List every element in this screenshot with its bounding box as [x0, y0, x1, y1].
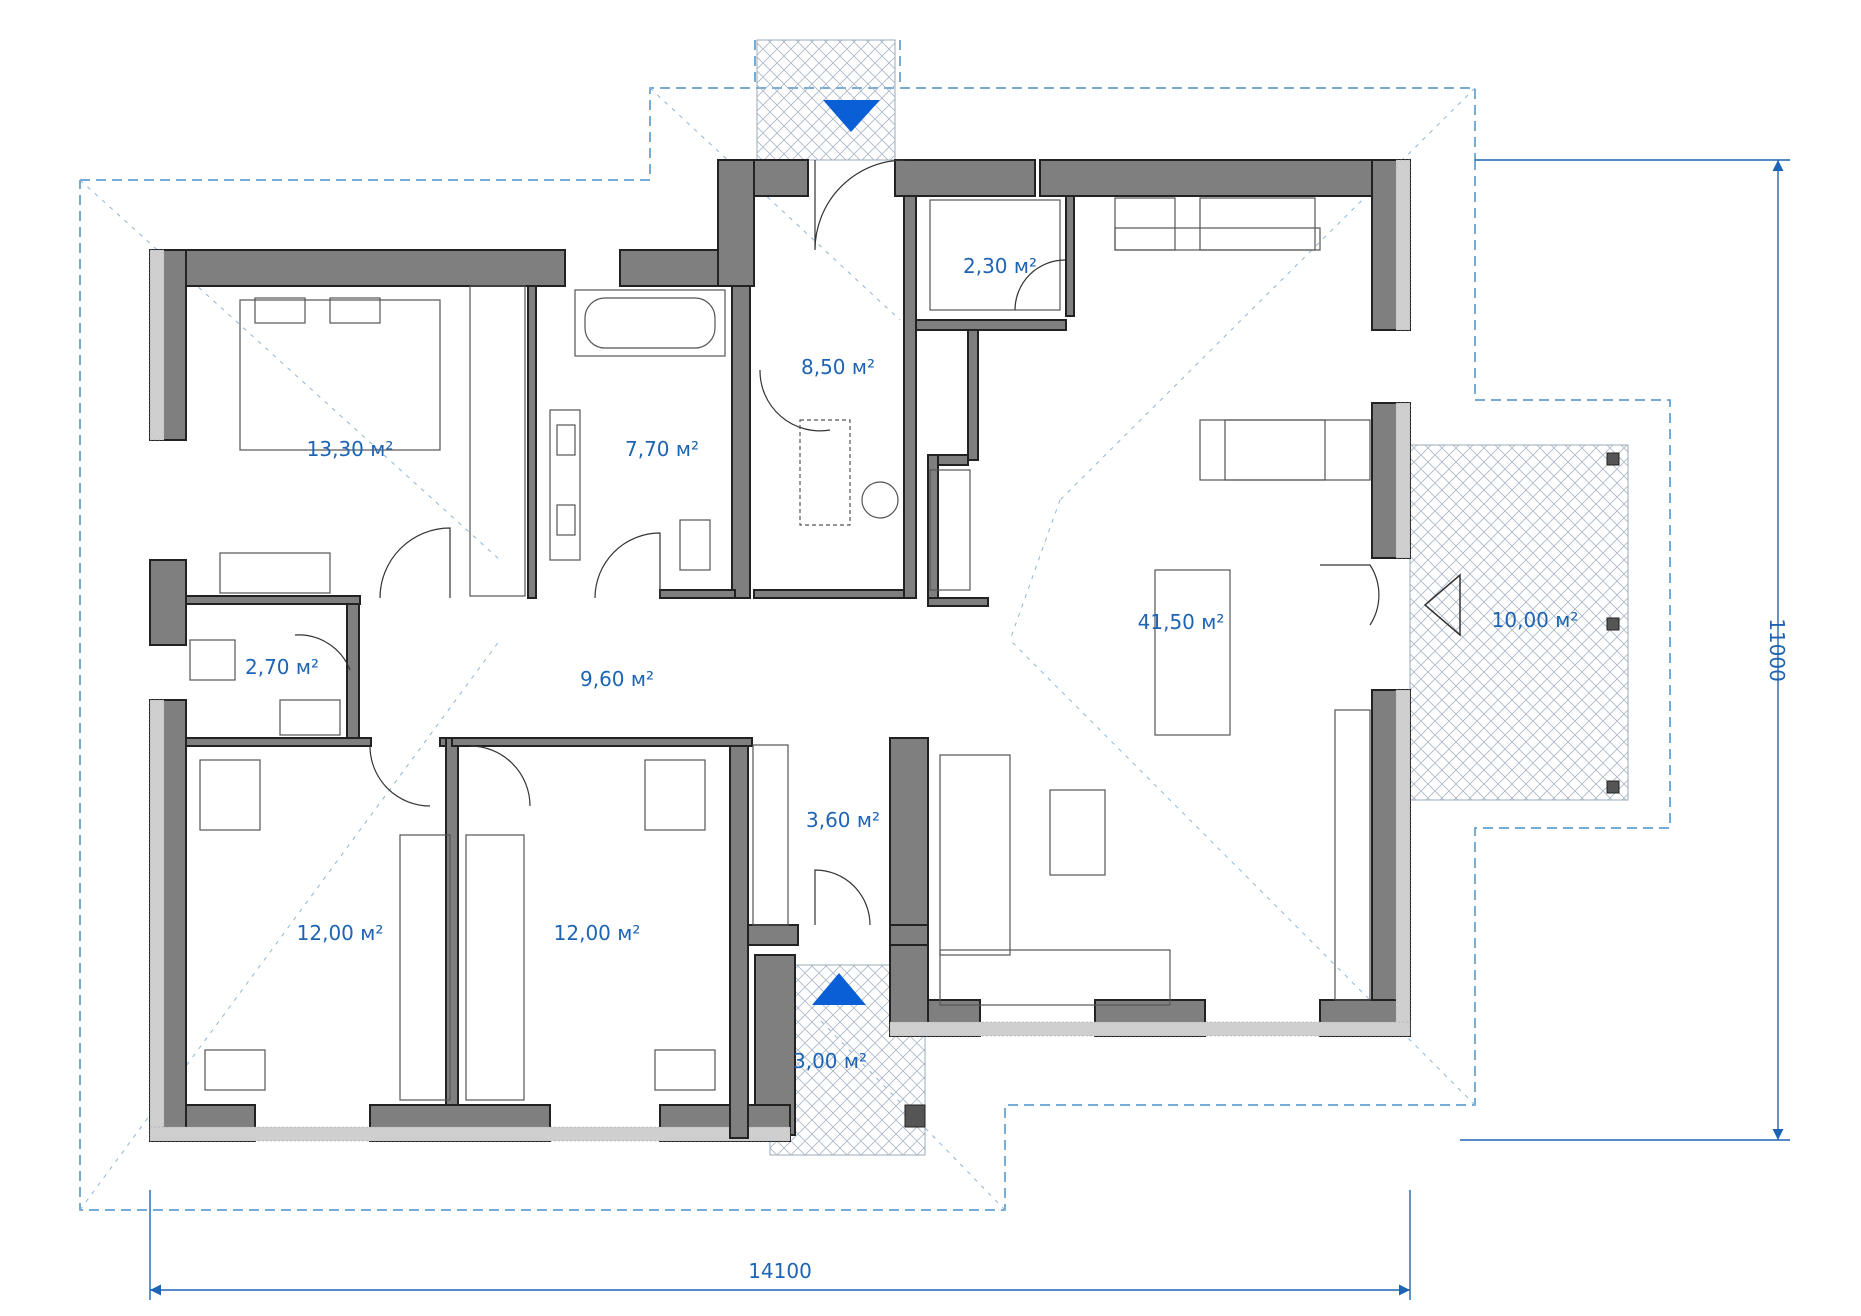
room-area-label: 3,60 м²: [806, 808, 880, 832]
interior-walls: [185, 195, 1075, 1139]
height-dimension-label: 11000: [1765, 618, 1789, 682]
door-swings: [294, 159, 1380, 926]
height-dimension: [1460, 159, 1790, 1141]
room-area-label: 13,30 м²: [307, 437, 394, 461]
room-area-label: 12,00 м²: [297, 921, 384, 945]
room-area-label: 7,70 м²: [625, 437, 699, 461]
terrace-posts: [1606, 452, 1620, 794]
room-area-label: 12,00 м²: [554, 921, 641, 945]
furniture: [189, 197, 1371, 1101]
room-area-label: 2,70 м²: [245, 655, 319, 679]
width-dimension-label: 14100: [748, 1259, 812, 1283]
room-area-label: 3,00 м²: [793, 1049, 867, 1073]
room-area-label: 9,60 м²: [580, 667, 654, 691]
room-area-label: 8,50 м²: [801, 355, 875, 379]
entrance-marker-icon: [812, 973, 866, 1005]
terrace-door-marker-icon: [1423, 573, 1461, 637]
porch-post: [904, 1104, 926, 1128]
insulation: [149, 159, 1411, 1142]
exterior-walls: [149, 159, 1411, 1142]
room-area-label: 2,30 м²: [963, 254, 1037, 278]
room-area-label: 10,00 м²: [1492, 608, 1579, 632]
north-entrance-marker-icon: [823, 100, 880, 132]
room-area-label: 41,50 м²: [1138, 610, 1225, 634]
width-dimension: [149, 1190, 1411, 1300]
